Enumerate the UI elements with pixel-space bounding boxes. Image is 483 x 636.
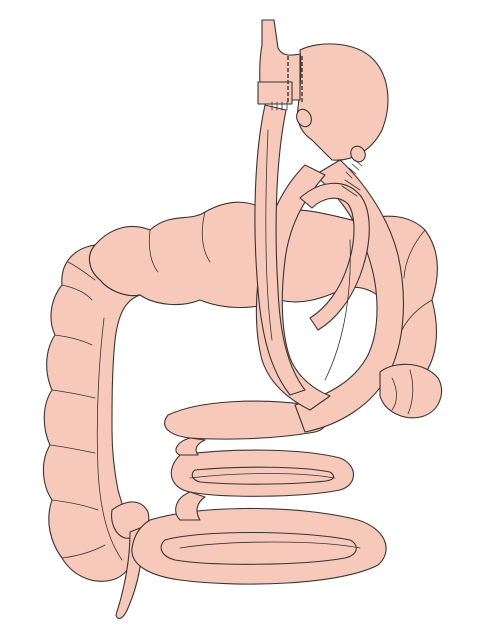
small-intestine-loops <box>132 401 386 584</box>
gastric-remnant <box>298 44 388 160</box>
descending-bulge <box>380 364 442 417</box>
gastric-pouch <box>258 82 292 104</box>
